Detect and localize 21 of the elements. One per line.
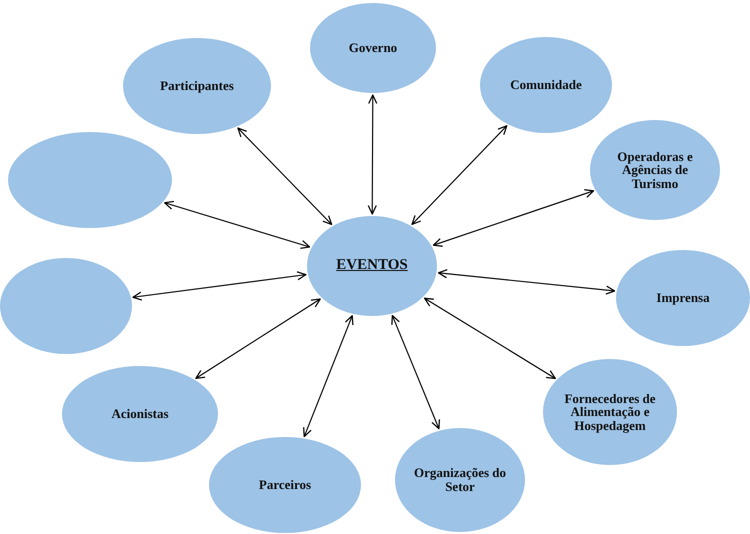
node-label: Imprensa [656, 291, 710, 305]
node-label: EVENTOS [336, 258, 408, 274]
node-label: Fornecedores de Alimentação e Hospedagem [563, 392, 657, 432]
double-headed-arrow [368, 94, 378, 215]
double-headed-arrow [391, 314, 440, 430]
node-label: Acionistas [111, 407, 169, 421]
double-headed-arrow [132, 271, 307, 301]
node-label: Comunidade [510, 78, 582, 92]
double-headed-arrow [195, 298, 321, 379]
double-headed-arrow [164, 200, 310, 249]
double-headed-arrow [438, 269, 616, 295]
double-headed-arrow [303, 315, 354, 438]
node-label: Governo [348, 41, 398, 55]
node-label: Participantes [160, 79, 234, 93]
node-label: Parceiros [258, 478, 312, 492]
double-headed-arrow [411, 125, 508, 225]
node-label: Organizações do Setor [412, 466, 508, 494]
double-headed-arrow [237, 127, 332, 226]
node-label: Operadoras e Agências de Turismo [616, 150, 694, 190]
double-headed-arrow [432, 189, 594, 247]
double-headed-arrow [424, 298, 556, 380]
